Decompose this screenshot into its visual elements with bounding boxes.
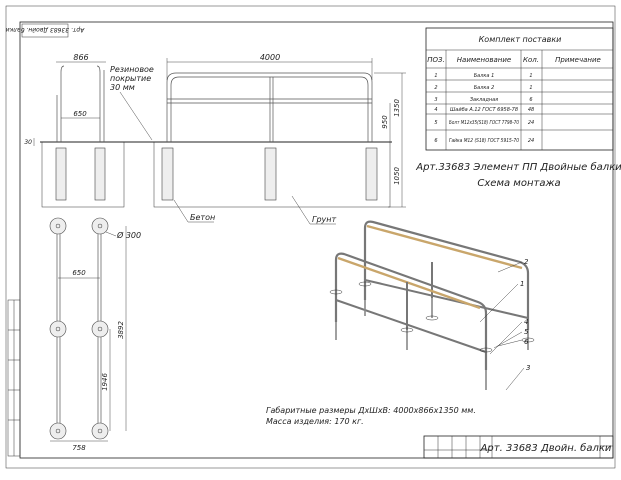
embed-front-1 — [161, 147, 174, 201]
beam-1-wood — [337, 256, 481, 310]
dim-depth-1050: 1050 — [393, 167, 401, 185]
side-post-right — [96, 65, 101, 142]
embed-side-right — [94, 147, 106, 201]
rubber-label-2: покрытие — [110, 74, 151, 83]
ground-block-side — [41, 141, 125, 208]
dim-30: 30 — [24, 139, 32, 146]
embed-front-3 — [365, 147, 378, 201]
spec-table: Комплект поставки ПОЗ. Наименование Кол.… — [425, 27, 614, 151]
spec-header-qty: Кол. — [523, 56, 539, 64]
left-margin-stamps — [7, 299, 21, 457]
plan-embed-6 — [91, 422, 109, 440]
spec-row-pos: 5 — [434, 120, 437, 126]
overall-mass: Масса изделия: 170 кг. — [266, 417, 364, 426]
corner-code-box: Арт. 33683 Двойн. балки — [6, 23, 86, 38]
beam-2-wood — [366, 224, 523, 270]
spec-row-qty: 1 — [529, 85, 532, 91]
stamp-title: Арт. 33683 Двойн. балки — [480, 442, 612, 454]
title-block: Арт. 33683 Двойн. балки — [423, 435, 614, 459]
spec-row-pos: 4 — [434, 107, 437, 113]
plan-embed-3 — [49, 320, 67, 338]
outer-border — [5, 5, 616, 469]
spec-row-pos: 2 — [434, 85, 437, 91]
spec-row-name: Шайба А.12 ГОСТ 6958-78 — [450, 107, 518, 113]
plan-dim-650: 650 — [72, 269, 86, 277]
spec-row-pos: 1 — [434, 73, 437, 79]
plan-embed-2 — [91, 217, 109, 235]
spec-row-qty: 24 — [528, 120, 534, 126]
label-ground: Грунт — [312, 215, 337, 224]
plan-view: Ø 300 650 3892 1946 758 — [49, 217, 141, 452]
spec-row-qty: 48 — [528, 107, 534, 113]
article-title: Арт.33683 Элемент ПП Двойные балки — [415, 161, 621, 173]
plan-dim-1946: 1946 — [101, 373, 109, 391]
dim-width-650: 650 — [73, 110, 87, 118]
spec-row-qty: 24 — [528, 138, 534, 144]
spec-row-name: Гайка М12 (S18) ГОСТ 5915-70 — [449, 138, 519, 144]
spec-header-note: Примечание — [555, 56, 601, 64]
dim-height-950: 950 — [381, 115, 389, 129]
inner-frame — [19, 21, 614, 459]
callout-5: 5 — [524, 328, 529, 336]
plan-dim-758: 758 — [72, 444, 86, 452]
isometric-view: 2 1 4 5 6 3 — [329, 220, 535, 391]
label-concrete: Бетон — [190, 213, 215, 222]
plan-embed-5 — [49, 422, 67, 440]
spec-row-name: Болт М12х35(S18) ГОСТ 7798-70 — [449, 120, 519, 126]
side-post-left — [60, 65, 65, 142]
callout-4: 4 — [524, 318, 528, 326]
spec-title: Комплект поставки — [479, 35, 562, 44]
embed-front-2 — [264, 147, 277, 201]
elevation-view: 4000 866 650 950 1350 1050 30 Резиновое … — [24, 53, 406, 225]
dim-width-866: 866 — [73, 53, 88, 62]
embed-side-left — [55, 147, 67, 201]
rubber-label-3: 30 мм — [110, 83, 135, 92]
plan-embed-4 — [91, 320, 109, 338]
spec-row-pos: 6 — [434, 138, 437, 144]
callout-2: 2 — [524, 258, 529, 266]
dim-total-width: 4000 — [260, 53, 280, 62]
plan-embed-1 — [49, 217, 67, 235]
spec-header-pos: ПОЗ. — [427, 56, 445, 64]
plan-dim-3892: 3892 — [117, 321, 125, 339]
corner-code: Арт. 33683 Двойн. балки — [6, 26, 86, 33]
rubber-label-1: Резиновое — [110, 65, 154, 74]
dim-diameter: Ø 300 — [116, 230, 141, 240]
spec-row-qty: 6 — [529, 97, 532, 103]
callout-3: 3 — [526, 364, 530, 372]
callout-6: 6 — [524, 338, 529, 346]
spec-row-pos: 3 — [434, 97, 437, 103]
spec-row-qty: 1 — [529, 73, 532, 79]
spec-row-name: Балка 2 — [474, 85, 495, 91]
spec-row-name: Балка 1 — [474, 73, 495, 79]
scheme-title: Схема монтажа — [477, 178, 560, 189]
callout-1: 1 — [520, 280, 524, 288]
dim-height-1350: 1350 — [393, 99, 401, 117]
rubber-leader — [119, 91, 153, 141]
spec-header-name: Наименование — [457, 56, 511, 64]
rail-upper — [166, 72, 373, 142]
spec-row-name: Закладная — [470, 97, 498, 103]
overall-dimensions: Габаритные размеры ДхШхВ: 4000х866х1350 … — [266, 406, 476, 415]
